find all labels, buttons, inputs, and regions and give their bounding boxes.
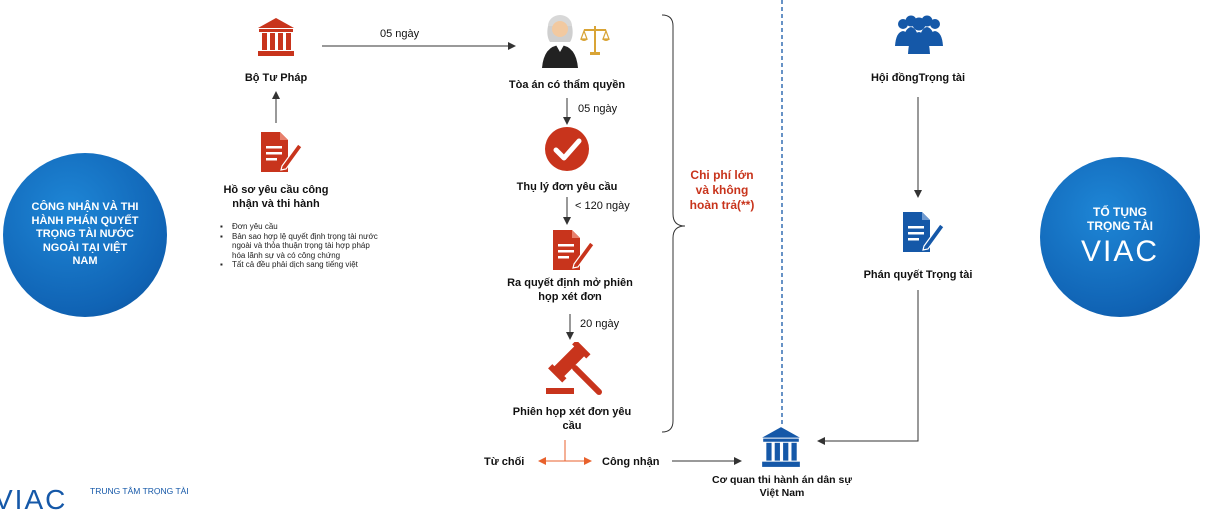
gavel-icon bbox=[546, 342, 602, 395]
recognize-label: Công nhận bbox=[602, 456, 660, 468]
ministry-label: Bộ Tư Pháp bbox=[244, 72, 308, 84]
footer-logo-subtitle: TRUNG TÂM TRỌNG TÀI bbox=[90, 486, 189, 496]
requirements-list: Đơn yêu cầu Bản sao hợp lệ quyết định tr… bbox=[218, 222, 382, 270]
requirement-item: Đơn yêu cầu bbox=[220, 222, 382, 232]
building-icon bbox=[258, 18, 294, 56]
check-icon bbox=[545, 127, 589, 171]
document-icon bbox=[903, 212, 945, 252]
arrow-award-enforcement bbox=[817, 290, 919, 445]
right-circle-line2: TRỌNG TÀI bbox=[1087, 219, 1153, 233]
right-circle-line1: TỐ TỤNG bbox=[1093, 205, 1147, 219]
duration-decision-hearing: 20 ngày bbox=[580, 318, 620, 330]
duration-court-accept: 05 ngày bbox=[578, 103, 618, 115]
people-group-icon bbox=[895, 15, 943, 54]
document-icon bbox=[553, 230, 595, 270]
duration-ministry-court: 05 ngày bbox=[380, 28, 420, 40]
reject-label: Từ chối bbox=[484, 456, 525, 468]
right-circle-logo: VIAC bbox=[1080, 235, 1160, 268]
dossier-label: Hồ sơ yêu cầu công nhận và thi hành bbox=[223, 184, 329, 210]
left-circle-text: CÔNG NHẬN VÀ THI HÀNH PHÁN QUYẾT TRỌNG T… bbox=[31, 201, 139, 268]
enforcement-label: Cơ quan thi hành án dân sự Việt Nam bbox=[712, 474, 852, 499]
decision-label: Ra quyết định mở phiên họp xét đơn bbox=[507, 277, 633, 303]
accept-label: Thụ lý đơn yêu cầu bbox=[516, 181, 618, 193]
left-circle: CÔNG NHẬN VÀ THI HÀNH PHÁN QUYẾT TRỌNG T… bbox=[3, 153, 167, 317]
building-icon bbox=[762, 427, 800, 467]
judge-icon bbox=[542, 15, 610, 68]
award-label: Phán quyết Trọng tài bbox=[863, 269, 973, 281]
requirement-item: Tất cả đều phải dịch sang tiếng việt bbox=[220, 260, 382, 270]
right-circle: TỐ TỤNG TRỌNG TÀI VIAC bbox=[1040, 157, 1200, 317]
court-label: Tòa án có thẩm quyền bbox=[508, 79, 626, 91]
document-icon bbox=[261, 132, 303, 172]
bracket bbox=[661, 14, 686, 433]
council-label: Hội đồngTrọng tài bbox=[870, 72, 966, 84]
footer-logo-text: VIAC bbox=[0, 484, 68, 515]
duration-accept-decision: < 120 ngày bbox=[575, 200, 630, 212]
requirement-item: Bản sao hợp lệ quyết định trọng tài nước… bbox=[220, 232, 382, 261]
hearing-label: Phiên họp xét đơn yêu cầu bbox=[512, 406, 632, 432]
cost-note: Chi phí lớn và không hoàn trả(**) bbox=[689, 168, 755, 212]
